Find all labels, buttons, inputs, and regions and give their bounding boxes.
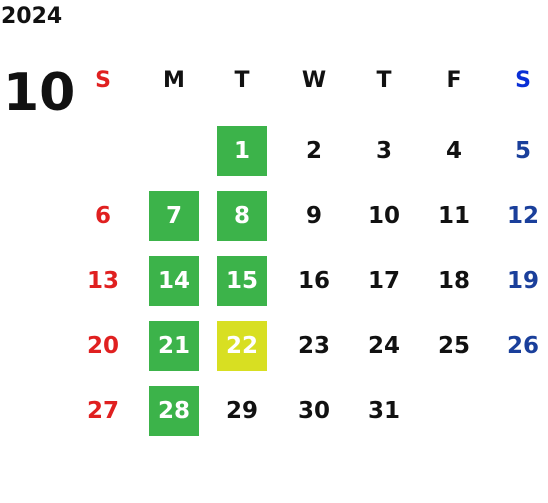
day-cell-28[interactable]: 28 [149, 386, 199, 436]
day-cell-4[interactable]: 4 [445, 138, 462, 164]
day-cell-15[interactable]: 15 [217, 256, 267, 306]
day-cell-30[interactable]: 30 [297, 398, 330, 424]
day-cell-20[interactable]: 20 [86, 333, 119, 359]
day-cell-11[interactable]: 11 [437, 203, 470, 229]
weekday-header-thu: T [376, 68, 392, 93]
day-cell-23[interactable]: 23 [297, 333, 330, 359]
month-label: 10 [3, 63, 76, 123]
day-cell-16[interactable]: 16 [297, 268, 330, 294]
day-cell-14[interactable]: 14 [149, 256, 199, 306]
day-cell-19[interactable]: 19 [506, 268, 539, 294]
day-cell-17[interactable]: 17 [367, 268, 400, 294]
weekday-header-tue: T [234, 68, 250, 93]
weekday-header-mon: M [163, 68, 185, 93]
day-cell-18[interactable]: 18 [437, 268, 470, 294]
weekday-header-fri: F [446, 68, 462, 93]
day-cell-6[interactable]: 6 [94, 203, 111, 229]
weekday-header-wed: W [301, 68, 327, 93]
day-cell-2[interactable]: 2 [305, 138, 322, 164]
weekday-header-sat: S [515, 68, 531, 93]
day-cell-13[interactable]: 13 [86, 268, 119, 294]
day-cell-9[interactable]: 9 [305, 203, 322, 229]
day-cell-8[interactable]: 8 [217, 191, 267, 241]
day-cell-31[interactable]: 31 [367, 398, 400, 424]
day-cell-10[interactable]: 10 [367, 203, 400, 229]
day-cell-7[interactable]: 7 [149, 191, 199, 241]
day-cell-25[interactable]: 25 [437, 333, 470, 359]
day-cell-26[interactable]: 26 [506, 333, 539, 359]
day-cell-21[interactable]: 21 [149, 321, 199, 371]
weekday-header-sun: S [95, 68, 111, 93]
day-cell-1[interactable]: 1 [217, 126, 267, 176]
day-cell-3[interactable]: 3 [375, 138, 392, 164]
year-label: 2024 [1, 4, 63, 29]
day-cell-22[interactable]: 22 [217, 321, 267, 371]
day-cell-29[interactable]: 29 [225, 398, 258, 424]
day-cell-5[interactable]: 5 [514, 138, 531, 164]
day-cell-27[interactable]: 27 [86, 398, 119, 424]
day-cell-12[interactable]: 12 [506, 203, 539, 229]
day-cell-24[interactable]: 24 [367, 333, 400, 359]
